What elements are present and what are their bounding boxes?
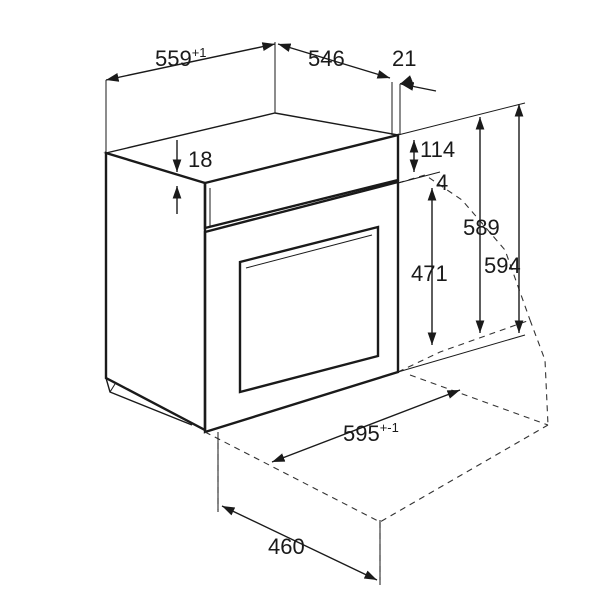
- label-471: 471: [411, 261, 448, 286]
- label-546: 546: [308, 46, 345, 71]
- dimension-labels: 559+1 546 21 18 114 4 471 589 594 595+-1…: [155, 45, 521, 559]
- control-panel: [203, 133, 400, 230]
- label-594: 594: [484, 253, 521, 278]
- arrow-546: [277, 43, 391, 79]
- label-589: 589: [463, 215, 500, 240]
- arrow-460: [221, 505, 378, 581]
- oven-door: [203, 180, 400, 434]
- label-595: 595+-1: [343, 420, 399, 446]
- label-595-tolerance: +-1: [380, 420, 399, 435]
- door-window: [238, 225, 380, 394]
- oven-body: [103, 112, 400, 434]
- label-559: 559+1: [155, 45, 207, 71]
- label-21: 21: [392, 46, 416, 71]
- label-18: 18: [188, 147, 212, 172]
- label-559-tolerance: +1: [192, 45, 207, 60]
- label-559-value: 559: [155, 46, 192, 71]
- label-114: 114: [420, 137, 455, 162]
- dimension-arrows: [105, 42, 524, 581]
- arrow-559: [105, 42, 276, 82]
- label-4: 4: [436, 170, 448, 195]
- label-595-value: 595: [343, 421, 380, 446]
- label-460: 460: [268, 534, 305, 559]
- extension-lines: [105, 42, 526, 585]
- arrow-595: [271, 389, 461, 463]
- arrow-21-right: [400, 82, 437, 92]
- oven-side-face: [104, 151, 207, 432]
